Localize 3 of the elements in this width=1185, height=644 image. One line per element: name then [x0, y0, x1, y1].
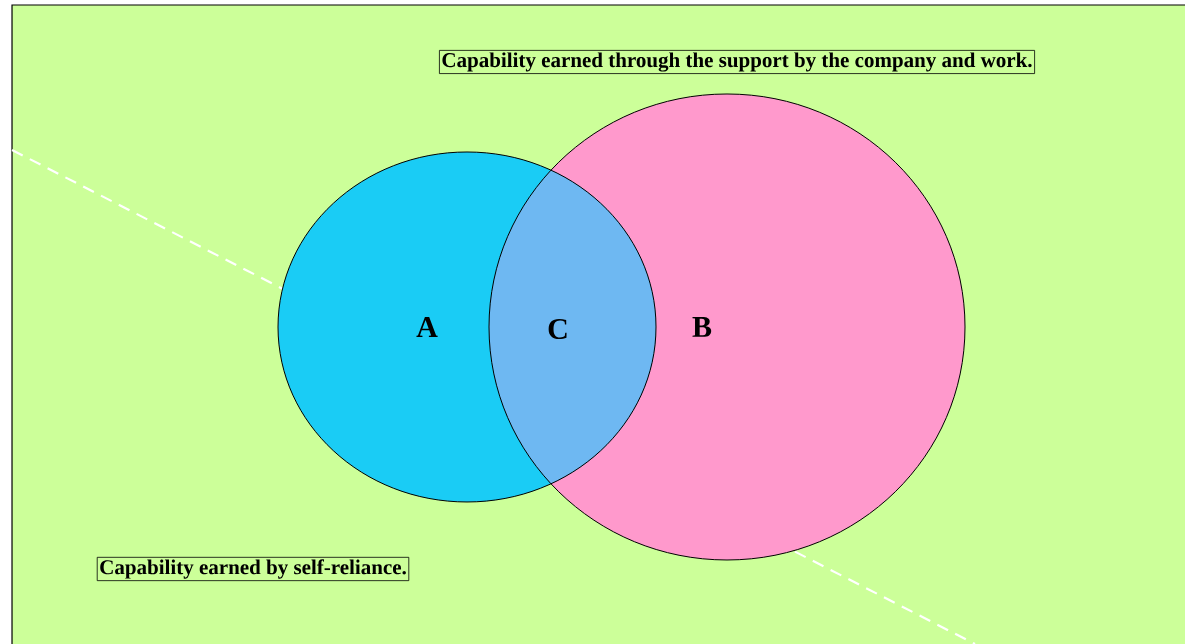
text-box: Capability earned through the support by the company and work.	[439, 50, 1035, 74]
text-box: Capability earned by self-reliance.	[96, 556, 410, 582]
region-letter: C	[548, 318, 567, 340]
